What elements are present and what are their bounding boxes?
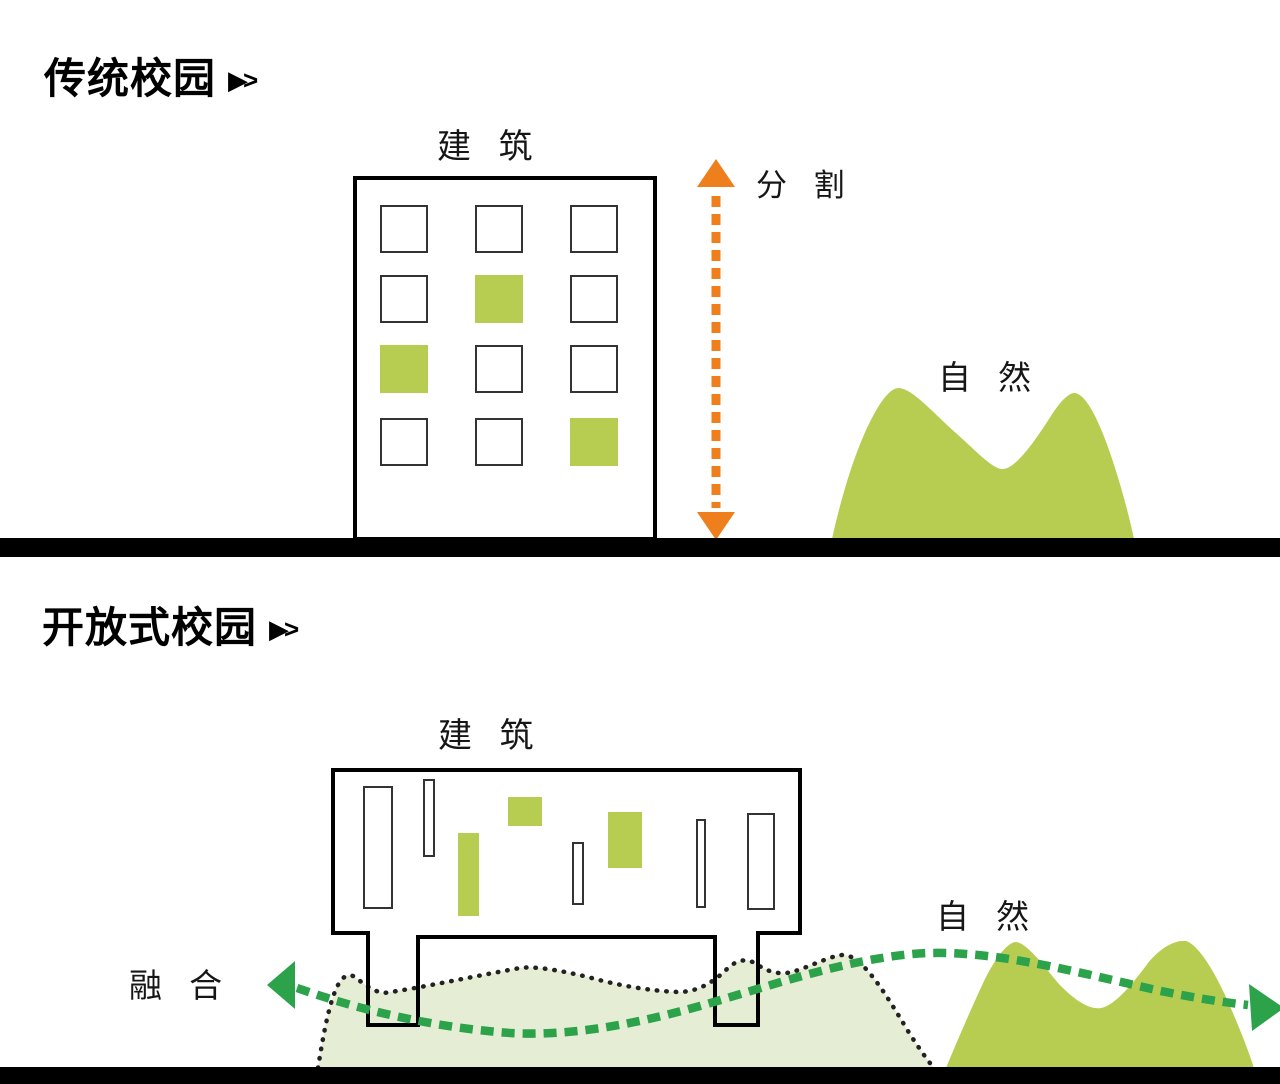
divide-arrowhead-down bbox=[697, 512, 735, 540]
traditional-section-title: 传统校园 ▶> bbox=[44, 45, 258, 106]
traditional-windows bbox=[355, 178, 655, 539]
fusion-arrow bbox=[267, 948, 1280, 1038]
building-window-green bbox=[475, 275, 523, 323]
open-building-outline-restroke bbox=[331, 768, 802, 1027]
traditional-nature-hill bbox=[832, 388, 1134, 539]
fusion-arrowhead-left bbox=[267, 961, 295, 1009]
traditional-building-label: 建 筑 bbox=[437, 128, 542, 166]
open-building-label: 建 筑 bbox=[438, 717, 543, 755]
building-window bbox=[380, 418, 428, 466]
building-bar bbox=[423, 779, 435, 857]
building-window bbox=[380, 275, 428, 323]
open-nature-label: 自 然 bbox=[936, 898, 1039, 935]
building-bar bbox=[696, 819, 706, 908]
building-window bbox=[570, 205, 618, 253]
ground-line-bottom bbox=[0, 1067, 1280, 1084]
building-bar-green bbox=[508, 797, 542, 826]
fusion-label: 融 合 bbox=[129, 967, 232, 1004]
building-bar bbox=[363, 786, 393, 909]
building-window bbox=[475, 418, 523, 466]
ground-line-top bbox=[0, 538, 1280, 557]
building-bar bbox=[572, 842, 584, 905]
building-window bbox=[570, 345, 618, 393]
open-nature-hill bbox=[946, 940, 1254, 1068]
building-bar-green bbox=[458, 833, 479, 916]
open-title-arrow-icon: ▶> bbox=[269, 614, 299, 644]
open-title-text: 开放式校园 bbox=[42, 604, 258, 651]
divide-label: 分 割 bbox=[756, 168, 854, 203]
traditional-title-text: 传统校园 bbox=[44, 55, 217, 102]
open-bars bbox=[333, 770, 800, 933]
open-section-title: 开放式校园 ▶> bbox=[42, 594, 299, 655]
traditional-nature-label: 自 然 bbox=[938, 359, 1041, 396]
building-bar-green bbox=[608, 812, 642, 868]
building-window bbox=[475, 205, 523, 253]
building-window bbox=[475, 345, 523, 393]
building-bar bbox=[747, 813, 775, 910]
building-window-green bbox=[570, 418, 618, 466]
building-window-green bbox=[380, 345, 428, 393]
traditional-title-arrow-icon: ▶> bbox=[228, 65, 258, 95]
divide-arrow bbox=[697, 159, 735, 540]
fusion-arrowhead-right bbox=[1249, 984, 1280, 1031]
building-window bbox=[570, 275, 618, 323]
divide-arrowhead-up bbox=[697, 159, 735, 187]
building-window bbox=[380, 205, 428, 253]
